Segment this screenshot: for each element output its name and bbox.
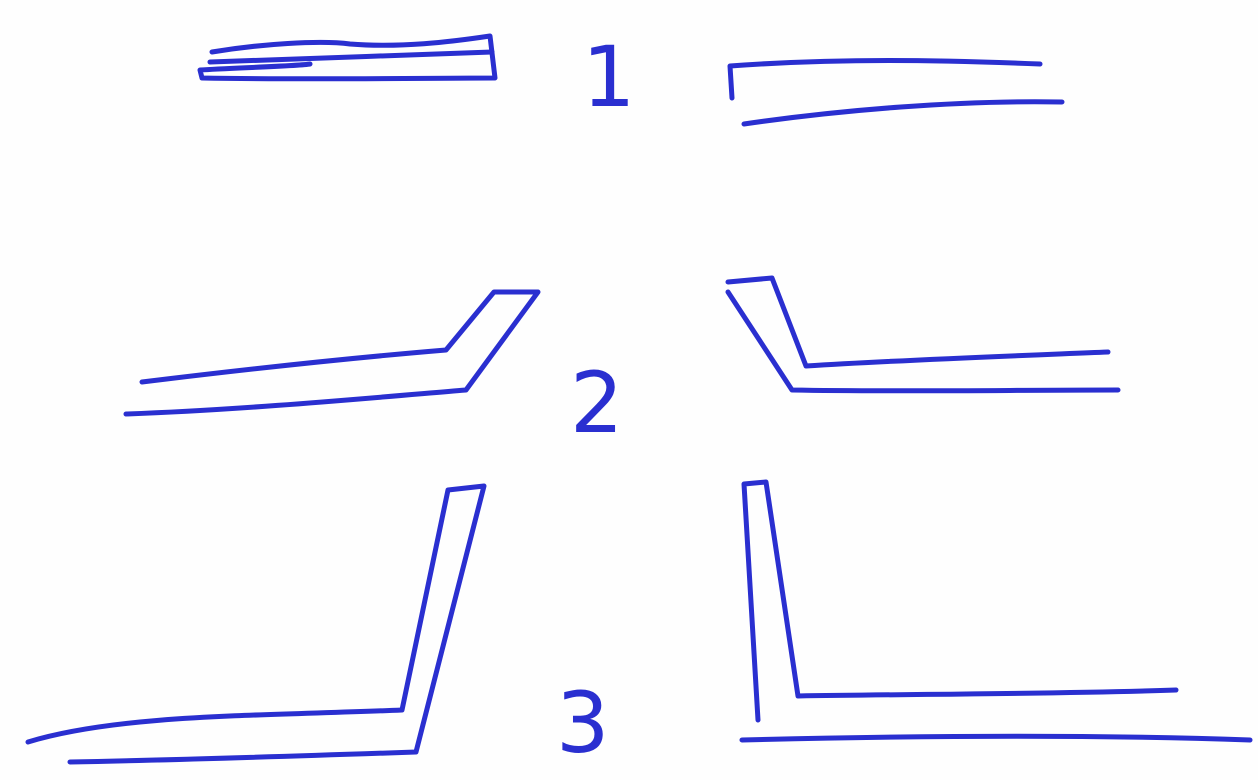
step-1-group: 1 xyxy=(200,28,1062,126)
step-1-number: 1 xyxy=(582,28,635,126)
step-2-right-arm xyxy=(728,278,1118,391)
step-3-group: 3 xyxy=(28,482,1250,772)
step-3-left-arm xyxy=(28,486,484,762)
step-3-right-arm xyxy=(742,482,1250,740)
step-2-group: 2 xyxy=(126,278,1118,452)
step-2-number: 2 xyxy=(570,354,623,452)
step-2-left-arm xyxy=(126,292,538,414)
step-1-left-bar-inner xyxy=(210,52,492,62)
step-1-right-bar xyxy=(730,61,1062,125)
step-3-number: 3 xyxy=(556,674,609,772)
